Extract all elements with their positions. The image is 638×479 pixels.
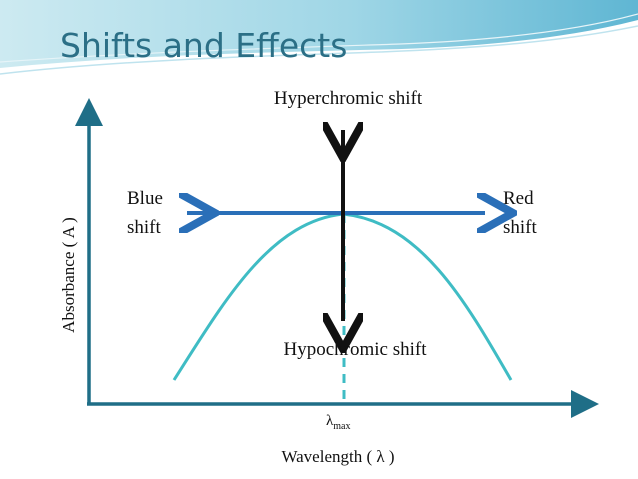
hypochromic-shift-label: Hypochromic shift bbox=[283, 339, 427, 360]
y-axis-label: Absorbance ( A ) bbox=[59, 217, 78, 333]
hyperchromic-shift-label: Hyperchromic shift bbox=[274, 88, 423, 109]
header-wave-line-2 bbox=[0, 13, 638, 63]
slide-title: Shifts and Effects bbox=[60, 26, 348, 65]
blue-shift-label-line2: shift bbox=[127, 217, 162, 238]
lambda-symbol: λ bbox=[326, 413, 334, 429]
x-axis-label: Wavelength ( λ ) bbox=[281, 447, 394, 466]
red-shift-label-line2: shift bbox=[503, 217, 538, 238]
blue-shift-label-line1: Blue bbox=[127, 188, 163, 209]
header-wave-line bbox=[0, 25, 638, 75]
red-shift-label-line1: Red bbox=[503, 188, 534, 209]
lambda-max-label: λmax bbox=[326, 413, 351, 432]
lambda-subscript: max bbox=[333, 421, 350, 432]
header-wave-band bbox=[0, 0, 638, 68]
